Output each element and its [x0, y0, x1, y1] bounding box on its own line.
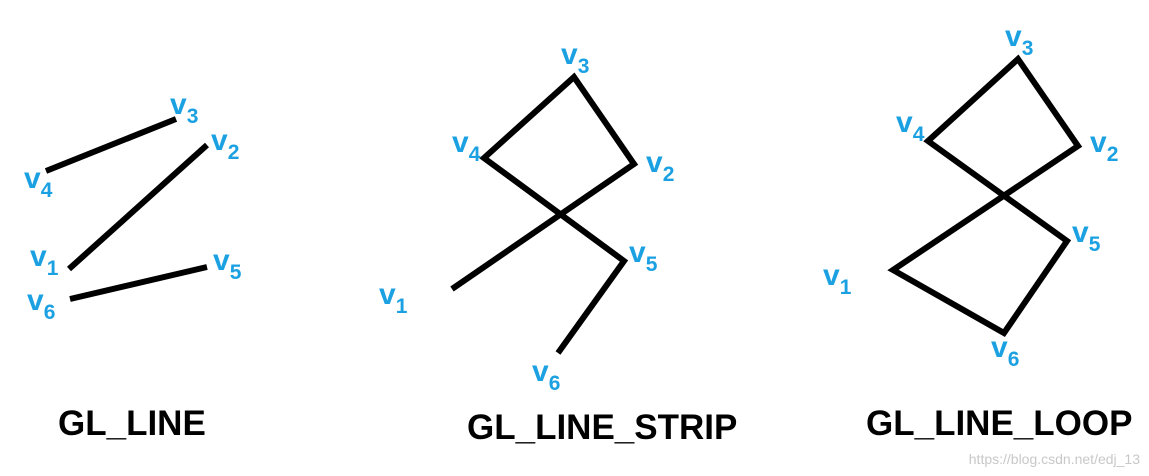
panel-gl-line-strip: v3 v4 v2 v5 v1 v6 GL_LINE_STRIP: [379, 38, 737, 447]
vertex-label-v3: v3: [561, 38, 589, 78]
panel-gl-line: v3 v2 v4 v1 v5 v6 GL_LINE: [24, 88, 242, 443]
vertex-label-v1: v1: [823, 259, 852, 299]
panel-title: GL_LINE_LOOP: [866, 404, 1132, 443]
vertex-label-v1: v1: [30, 240, 59, 280]
vertex-label-v6: v6: [991, 331, 1019, 371]
vertex-label-v4: v4: [24, 162, 53, 202]
panel-title: GL_LINE_STRIP: [467, 408, 737, 447]
vertex-label-v5: v5: [1072, 216, 1101, 256]
panel-title: GL_LINE: [58, 404, 206, 443]
vertex-label-v5: v5: [629, 236, 658, 276]
vertex-label-v3: v3: [1005, 20, 1033, 60]
vertex-label-v3: v3: [170, 88, 198, 128]
vertex-label-v2: v2: [211, 124, 239, 164]
line-strip-path: [450, 72, 639, 355]
line-loop-path: [887, 54, 1083, 337]
vertex-label-v4: v4: [452, 126, 481, 166]
watermark-text: https://blog.csdn.net/edj_13: [969, 451, 1140, 467]
vertex-label-v2: v2: [1090, 126, 1118, 166]
vertex-label-v4: v4: [896, 106, 925, 146]
vertex-label-v6: v6: [27, 284, 55, 324]
line-segment-v6-v5: [69, 264, 208, 302]
vertex-label-v2: v2: [646, 146, 674, 186]
vertex-label-v1: v1: [379, 278, 408, 318]
line-segment-v1-v2: [66, 142, 210, 272]
line-segment-v4-v3: [44, 116, 178, 174]
panel-gl-line-loop: v3 v4 v2 v5 v1 v6 GL_LINE_LOOP: [823, 20, 1132, 443]
vertex-label-v6: v6: [532, 355, 560, 395]
vertex-label-v5: v5: [213, 244, 242, 284]
